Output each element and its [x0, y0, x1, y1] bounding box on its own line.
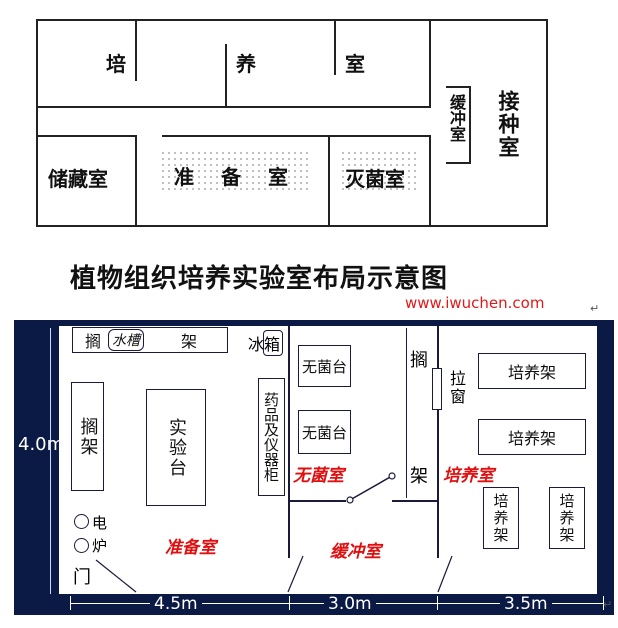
- top-wall-top: [36, 19, 548, 21]
- return-mark-2: ↵: [603, 598, 613, 611]
- reagent-cabinet: 药品及仪器柜: [258, 378, 285, 496]
- sink: 水槽: [108, 329, 144, 351]
- culture-rack-4: 培养架: [549, 487, 585, 549]
- door-label: 门: [73, 567, 91, 588]
- buffer-culture-partition: [437, 326, 439, 558]
- fridge: 冰箱: [248, 331, 280, 355]
- inoc-wall: [429, 19, 431, 108]
- sterilize-room-texture: [340, 150, 420, 192]
- inoc-wall-lower: [429, 135, 431, 227]
- sterile-bench-1: 无菌台: [298, 345, 351, 387]
- corridor-wall-lower-b: [162, 135, 429, 137]
- prep-room-char-2: 备: [221, 165, 241, 189]
- top-shelf-char-2: 架: [180, 332, 197, 351]
- top-wall-left: [36, 19, 38, 227]
- inoculation-room-label: 接种室: [496, 90, 520, 159]
- top-shelf-char-1: 搁: [85, 332, 102, 351]
- middle-shelf-char-1: 搁: [410, 350, 428, 371]
- buffer-room-label: 缓冲室: [330, 542, 381, 562]
- dim-tick-1: [70, 596, 71, 610]
- top-wall-right: [546, 19, 548, 227]
- sterile-room-label: 无菌室: [293, 466, 344, 486]
- lower-partition-1: [135, 135, 137, 227]
- prep-room-char-1: 准: [174, 165, 194, 189]
- buffer-room-label: 缓冲室: [447, 94, 466, 142]
- prep-room-label: 准备室: [165, 538, 216, 558]
- dim-culture-label: 3.5m: [500, 594, 552, 614]
- buffer-wall-side: [469, 86, 471, 164]
- culture-room-label: 培养室: [443, 466, 494, 486]
- dim-tick-3: [437, 596, 438, 610]
- slide-window-label: 拉窗: [447, 370, 466, 406]
- door-swing-lines: [95, 555, 453, 593]
- middle-shelf-char-2: 架: [410, 466, 428, 487]
- prep-sterile-partition-lower: [288, 498, 290, 558]
- stove-char-1: 电: [92, 514, 108, 532]
- buffer-door-swing: [346, 472, 396, 504]
- stove-char-2: 炉: [92, 537, 108, 555]
- culture-rack-1: 培养架: [478, 353, 586, 389]
- diagram-title: 植物组织培养实验室布局示意图: [70, 264, 449, 294]
- return-mark-1: ↵: [590, 302, 600, 315]
- dim-tick-2: [289, 596, 290, 610]
- culture-room-char-3: 室: [345, 52, 365, 76]
- watermark-url: www.iwuchen.com: [405, 294, 545, 312]
- dim-buffer-label: 3.0m: [324, 594, 376, 614]
- prep-sterile-partition: [288, 326, 290, 498]
- culture-partition-2: [225, 44, 227, 108]
- slide-window: [432, 368, 442, 410]
- prep-room-char-3: 室: [268, 165, 288, 189]
- lower-partition-2: [328, 135, 330, 227]
- buffer-wall-bottom: [446, 162, 470, 164]
- fridge-outline: [263, 330, 283, 356]
- culture-rack-3: 培养架: [483, 487, 519, 549]
- dim-prep-label: 4.5m: [150, 594, 202, 614]
- corridor-wall-lower-a: [36, 135, 136, 137]
- culture-room-char-2: 养: [236, 52, 256, 76]
- storage-room-label: 储藏室: [48, 167, 108, 191]
- buffer-inner-wall: [392, 500, 438, 502]
- left-shelf: 搁架: [71, 382, 104, 491]
- prep-room-texture: [160, 150, 310, 192]
- fridge-label: 冰箱: [248, 335, 281, 354]
- middle-shelf: [406, 328, 407, 498]
- height-dim-line: [50, 328, 51, 594]
- lab-bench: 实验台: [146, 389, 206, 506]
- sterile-buffer-wall: [288, 500, 346, 502]
- culture-room-char-1: 培: [106, 52, 126, 76]
- top-shelf: 搁 水槽 架: [72, 327, 228, 353]
- top-wall-bottom: [36, 225, 548, 227]
- culture-rack-2: 培养架: [478, 419, 586, 455]
- culture-partition-1: [135, 19, 137, 81]
- height-dim-label: 4.0m: [18, 434, 65, 455]
- corridor-wall-upper: [36, 106, 429, 108]
- sterile-bench-2: 无菌台: [298, 410, 351, 454]
- sterilize-room-label: 灭菌室: [345, 167, 405, 191]
- stove-circle-1: [74, 514, 89, 529]
- dim-tick-4: [603, 596, 604, 610]
- culture-partition-3: [334, 19, 336, 75]
- buffer-wall-top: [446, 86, 470, 88]
- stove-circle-2: [74, 538, 89, 553]
